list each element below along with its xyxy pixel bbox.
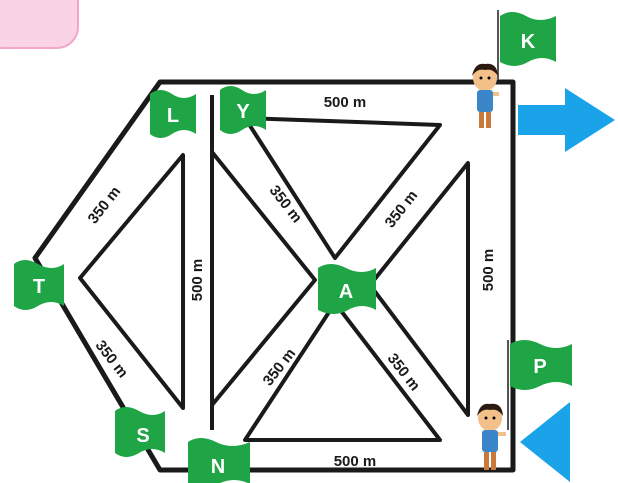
right-arrow-icon	[518, 88, 615, 152]
bottom-triangle	[243, 301, 442, 442]
distance-label-upper-left: 350 m	[85, 183, 125, 227]
flag-label-n: N	[211, 456, 225, 478]
flag-icon: Y	[220, 86, 266, 134]
flag-label-k: K	[521, 31, 536, 53]
distance-label-lower-left: 350 m	[92, 337, 132, 381]
left-triangle	[78, 153, 185, 410]
flag-label-t: T	[33, 276, 45, 298]
flag-icon: A	[318, 264, 376, 314]
outer-road	[32, 79, 516, 473]
distance-label-top: 500 m	[324, 94, 367, 111]
flag-label-p: P	[533, 356, 546, 378]
flag-icon: N	[188, 438, 250, 483]
left-center-triangle	[210, 150, 317, 407]
flag-label-l: L	[167, 105, 179, 127]
flag-icon: K	[500, 12, 556, 66]
distance-label-right-vertical: 500 m	[480, 249, 497, 292]
boy-icon	[472, 63, 499, 128]
top-triangle	[243, 116, 442, 260]
corner-tab	[0, 0, 79, 49]
boy-icon	[477, 403, 506, 470]
right-triangle	[368, 161, 470, 417]
distance-label-bottom: 500 m	[334, 453, 377, 470]
flag-label-y: Y	[236, 101, 250, 123]
flag-icon: L	[150, 90, 196, 138]
left-arrow-icon	[520, 402, 570, 482]
flag-label-s: S	[136, 425, 149, 447]
distance-label-left-vertical: 500 m	[189, 259, 206, 302]
flag-icon: T	[14, 260, 64, 310]
flag-label-a: A	[339, 281, 353, 303]
flag-icon: P	[510, 340, 572, 390]
flag-icon: S	[115, 407, 165, 457]
